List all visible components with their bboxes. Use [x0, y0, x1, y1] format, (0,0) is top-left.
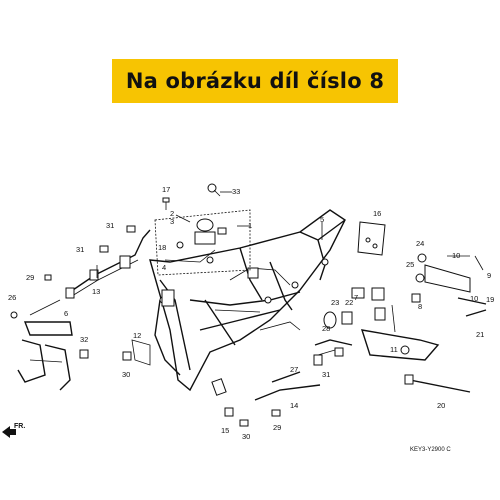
label-27: 27: [290, 365, 298, 374]
right-hanger-assembly: [411, 253, 487, 317]
main-frame: [149, 209, 346, 396]
leader-lines: [29, 214, 484, 333]
mount-7: [351, 287, 365, 299]
label-15: 15: [221, 426, 229, 435]
nut-26: [10, 311, 18, 319]
label-17: 17: [162, 185, 170, 194]
label-3: 3: [170, 217, 174, 226]
label-31-a: 31: [106, 221, 114, 230]
bushing-22b: [374, 307, 386, 321]
label-30-a: 30: [122, 370, 130, 379]
fr-label: FR.: [14, 423, 25, 430]
label-7: 7: [354, 293, 358, 302]
label-26: 26: [8, 293, 16, 302]
label-20: 20: [437, 401, 445, 410]
stand-assembly-6: [17, 321, 73, 391]
label-10-a: 10: [452, 251, 460, 260]
bracket-12: [122, 339, 151, 366]
clip-31-b: [99, 245, 109, 253]
label-6: 6: [64, 309, 68, 318]
label-32: 32: [80, 335, 88, 344]
mount-7b: [371, 287, 385, 301]
label-31-c: 31: [322, 370, 330, 379]
plate-16: [357, 221, 386, 256]
label-24: 24: [416, 239, 424, 248]
bracket-14: [254, 384, 321, 401]
part-32: [79, 349, 89, 359]
bracket-13: [65, 229, 151, 299]
key-part: [207, 183, 232, 197]
bolt-29-bottom: [271, 409, 281, 417]
label-5: 5: [320, 215, 324, 224]
label-16: 16: [373, 209, 381, 218]
clip-31-c: [313, 354, 323, 366]
label-21: 21: [476, 330, 484, 339]
label-9: 9: [487, 271, 491, 280]
label-13: 13: [92, 287, 100, 296]
label-2: 2: [170, 209, 174, 218]
part-15: [224, 407, 234, 417]
rod-27: [271, 371, 301, 383]
label-31-b: 31: [76, 245, 84, 254]
long-bolt-20: [404, 374, 471, 393]
label-22: 22: [345, 298, 353, 307]
drawing-code: KEY3-Y2900 C: [410, 447, 451, 453]
label-29-b: 29: [273, 423, 281, 432]
bolt-30: [239, 419, 249, 427]
label-11: 11: [390, 345, 398, 354]
label-8: 8: [418, 302, 422, 311]
bushing-22: [341, 311, 353, 325]
label-10-b: 10: [470, 294, 478, 303]
label-30-b: 30: [242, 432, 250, 441]
label-25: 25: [406, 260, 414, 269]
hanger-11: [360, 329, 440, 361]
label-1: 1: [248, 221, 252, 230]
label-29-a: 29: [26, 273, 34, 282]
label-14: 14: [290, 401, 298, 410]
fork-28: [314, 339, 353, 356]
label-23: 23: [331, 298, 339, 307]
bolt-29-left: [44, 274, 52, 281]
label-33: 33: [232, 187, 240, 196]
bushing-23: [323, 311, 337, 329]
label-19: 19: [486, 295, 494, 304]
label-28: 28: [322, 324, 330, 333]
label-4: 4: [162, 263, 166, 272]
part-labels: 1 2 3 4 5 6 7 8 9 10 10 11 12 13 14 15 1…: [8, 185, 494, 441]
front-direction-marker: FR.: [2, 423, 25, 438]
label-12: 12: [133, 331, 141, 340]
banner-text: Na obrázku díl číslo 8: [125, 69, 385, 93]
part-number-banner: Na obrázku díl číslo 8: [112, 59, 398, 103]
label-18: 18: [158, 243, 166, 252]
clip-31-a: [126, 225, 136, 233]
clip-31-d: [334, 347, 344, 357]
bolt-17: [162, 197, 170, 210]
lock-set-group: [154, 209, 251, 276]
